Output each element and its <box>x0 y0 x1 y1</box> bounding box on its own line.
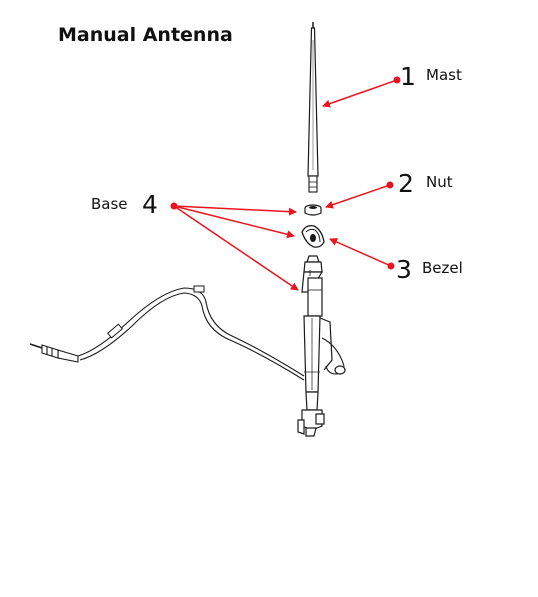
leader-nut <box>325 184 391 209</box>
callout-number-bezel: 3 <box>396 255 412 284</box>
antenna-base <box>297 255 346 437</box>
callout-number-nut: 2 <box>398 169 414 198</box>
leader-bezel <box>329 238 392 267</box>
leader-base-body <box>173 205 299 291</box>
callout-label-base: Base <box>91 195 128 213</box>
callout-label-bezel: Bezel <box>422 259 463 277</box>
leader-mast <box>322 79 398 108</box>
callout-number-mast: 1 <box>400 62 416 91</box>
antenna-cable <box>29 285 305 381</box>
callout-number-base: 4 <box>142 190 158 219</box>
leader-base-bezel <box>173 205 295 239</box>
antenna-nut <box>304 204 322 216</box>
leader-base-nut <box>173 205 297 216</box>
callout-leaders <box>170 76 401 291</box>
diagram-title: Manual Antenna <box>58 24 233 46</box>
antenna-mast <box>307 22 319 193</box>
callout-label-mast: Mast <box>426 66 462 84</box>
antenna-bezel <box>301 224 325 248</box>
callout-label-nut: Nut <box>426 173 453 191</box>
